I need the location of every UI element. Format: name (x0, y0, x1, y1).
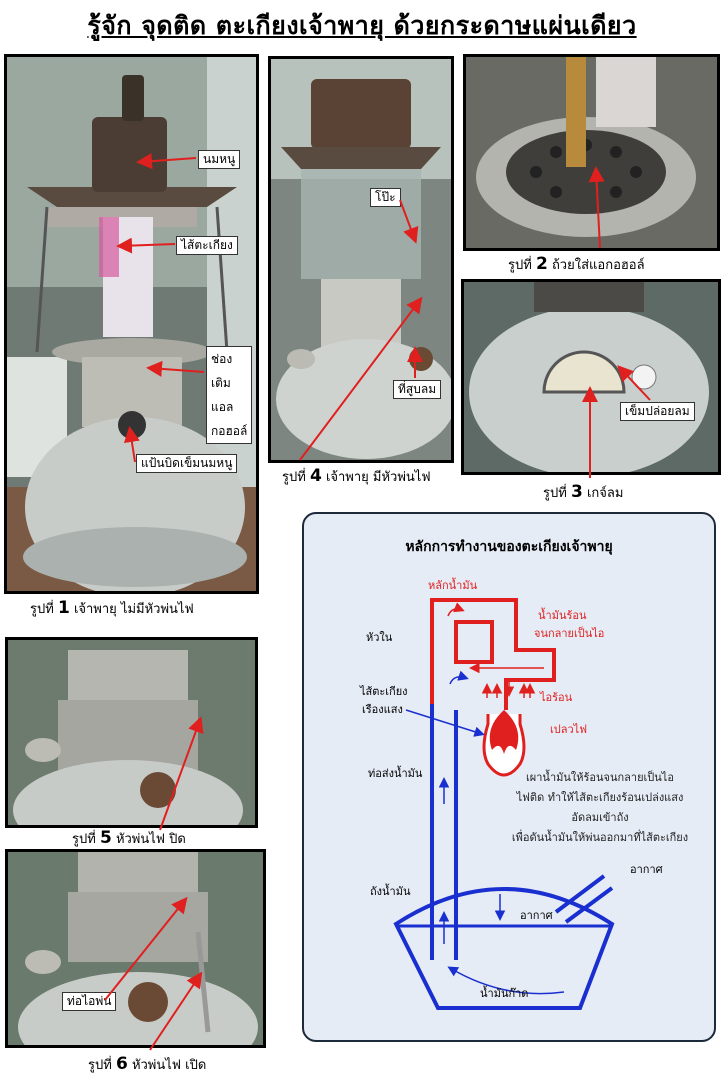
label-air-1: อากาศ (630, 863, 663, 876)
hot-oil-pipe (430, 598, 556, 710)
label-oil-inlet: หลักน้ำมัน (428, 579, 478, 592)
caption-photo-4: รูปที่ 4 เจ้าพายุ มีหัวพ่นไฟ (282, 466, 431, 486)
inner-head (454, 620, 494, 664)
lantern-4-illustration (271, 59, 451, 460)
caption-photo-5: รูปที่ 5 หัวพ่นไฟ ปิด (72, 828, 186, 848)
caption-photo-1: รูปที่ 1 เจ้าพายุ ไม่มีหัวพ่นไฟ (30, 598, 194, 618)
caption-photo-3: รูปที่ 3 เกจ์ลม (543, 482, 624, 502)
label-air-2: อากาศ (520, 909, 553, 922)
label-fill-port: ช่อง เติม แอล กอฮอล์ (206, 346, 253, 444)
page-title: รู้จัก จุดติด ตะเกียงเจ้าพายุ ด้วยกระดาษ… (87, 11, 637, 40)
label-hot-vapor: ไอร้อน (540, 691, 573, 704)
burner-closed-illustration (8, 640, 255, 825)
label-mantle-1: ไส้ตะเกียง (360, 685, 408, 698)
label-mantle-2: เรืองแสง (362, 703, 403, 716)
label-tank: ถังน้ำมัน (370, 885, 411, 898)
photo-1-lantern-no-burner (4, 54, 259, 594)
label-nipple: นมหนู (198, 150, 241, 169)
lantern-1-illustration (7, 57, 256, 591)
label-hot-oil-2: จนกลายเป็นไอ (534, 627, 605, 640)
caption-photo-2: รูปที่ 2 ถ้วยใส่แอกอฮอล์ (508, 254, 645, 274)
caption-photo-6: รูปที่ 6 หัวพ่นไฟ เปิด (88, 1054, 207, 1074)
label-inner-head: หัวใน (366, 631, 393, 644)
label-globe: โป๊ะ (370, 188, 401, 207)
photo-6-burner-open (5, 849, 266, 1048)
photo-4-lantern-with-burner (268, 56, 454, 463)
label-vapor-pipe: ท่อไอพ่น (62, 992, 117, 1011)
air-inlet-pipe (554, 874, 606, 914)
diagram-drawing (393, 598, 615, 1010)
label-release-valve: เข็มปล่อยลม (620, 402, 695, 421)
alcohol-cup-illustration (466, 57, 717, 248)
pressure-gauge-illustration (464, 282, 718, 472)
label-kerosene: น้ำมันก๊าด (480, 987, 529, 1000)
label-oil-pipe: ท่อส่งน้ำมัน (368, 767, 423, 780)
working-principle-diagram: หลักการทำงานของตะเกียงเจ้าพายุ (302, 512, 716, 1042)
label-hot-oil-1: น้ำมันร้อน (538, 609, 587, 622)
label-pump: ที่สูบลม (393, 380, 442, 399)
label-mantle: ไส้ตะเกียง (176, 236, 238, 255)
diagram-title: หลักการทำงานของตะเกียงเจ้าพายุ (405, 539, 613, 555)
photo-3-pressure-gauge (461, 279, 721, 475)
label-flame: เปลวไฟ (550, 723, 587, 736)
diagram-description: เผาน้ำมันให้ร้อนจนกลายเป็นไอ ไฟติด ทำให้… (511, 771, 689, 844)
photo-5-burner-closed (5, 637, 258, 828)
burner-open-illustration (8, 852, 263, 1045)
photo-2-alcohol-cup (463, 54, 720, 251)
flame-shape (489, 710, 519, 754)
fuel-tank (393, 887, 615, 1010)
label-knob: แป้นบิดเข็มนมหนู (136, 454, 238, 473)
